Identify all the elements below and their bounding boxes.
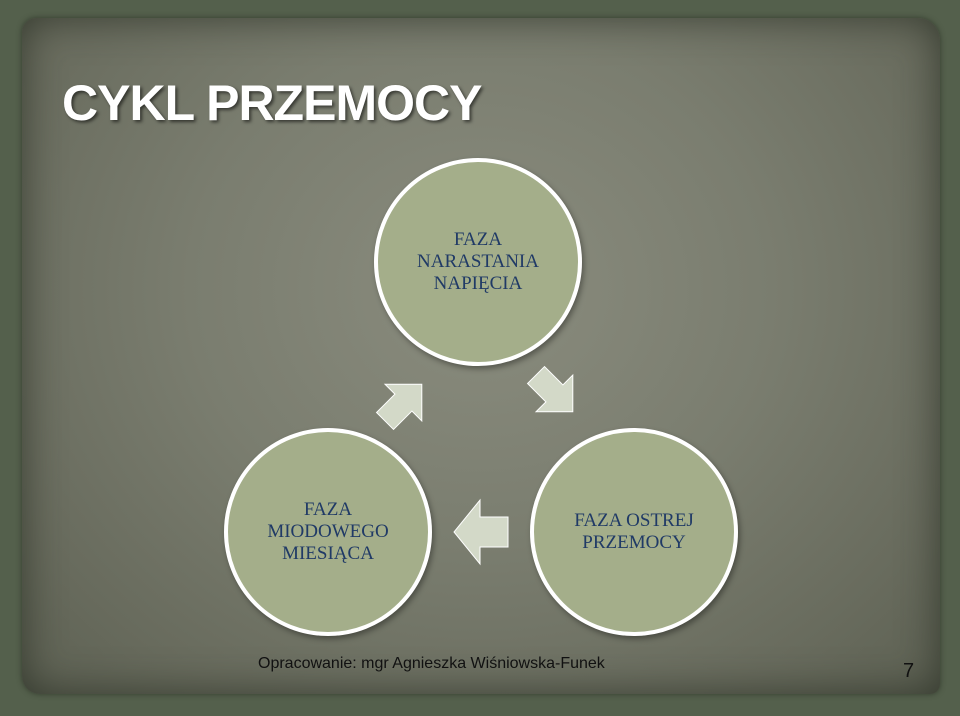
phase-acute-violence-label: FAZA OSTREJ PRZEMOCY <box>574 510 694 553</box>
arrow-top-to-right <box>526 365 574 413</box>
arrow-left-to-top <box>375 383 423 431</box>
phase-acute-violence-node: FAZA OSTREJ PRZEMOCY <box>530 428 738 636</box>
page-number: 7 <box>903 660 915 682</box>
phase-tension-building-label: FAZA NARASTANIA NAPIĘCIA <box>417 229 539 294</box>
phase-honeymoon-label: FAZA MIODOWEGO MIESIĄCA <box>267 499 389 564</box>
phase-honeymoon-node: FAZA MIODOWEGO MIESIĄCA <box>224 428 432 636</box>
phase-tension-building-node: FAZA NARASTANIA NAPIĘCIA <box>374 158 582 366</box>
arrow-right-to-left <box>453 498 509 566</box>
slide-title: CYKL PRZEMOCY <box>62 75 482 131</box>
author-footer: Opracowanie: mgr Agnieszka Wiśniowska-Fu… <box>258 655 605 672</box>
